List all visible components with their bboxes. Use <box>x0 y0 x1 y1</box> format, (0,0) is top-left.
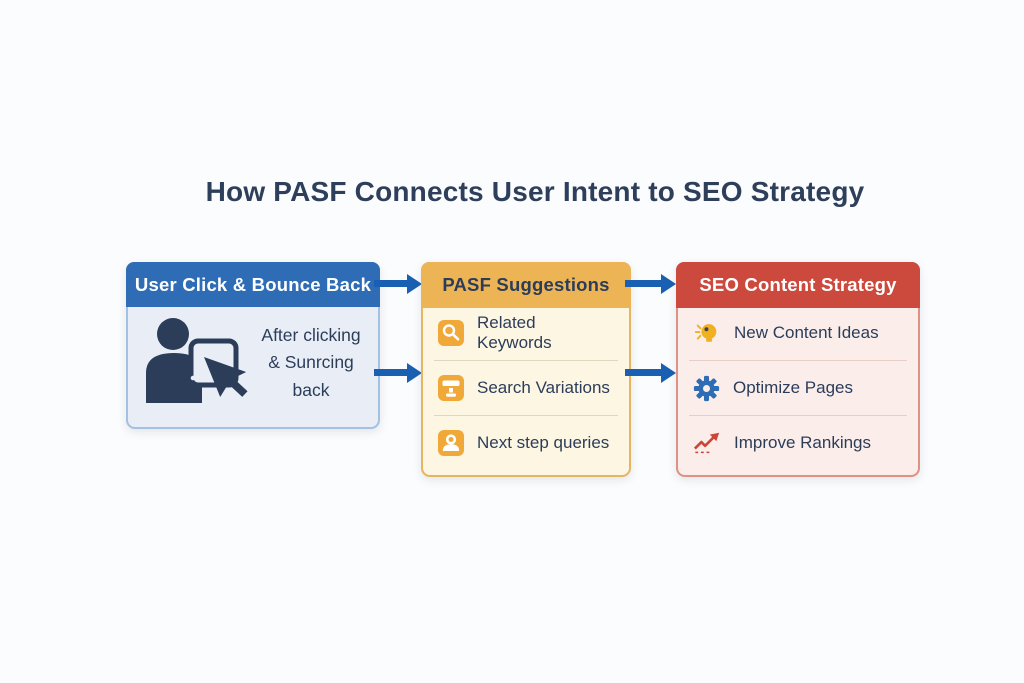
list-item-label: Search Variations <box>477 378 610 397</box>
list-item: Improve Rankings <box>689 415 907 470</box>
seo-content-strategy-header: SEO Content Strategy <box>676 262 920 308</box>
list-item: New Content Ideas <box>689 306 907 360</box>
list-item-label: Improve Rankings <box>734 433 872 452</box>
person-icon <box>438 430 464 456</box>
user-click-bounce-back-header: User Click & Bounce Back <box>126 262 380 307</box>
pasf-suggestions-box: PASF Suggestions Related Keywords Search… <box>421 262 631 477</box>
list-item: Related Keywords <box>434 306 618 360</box>
filter-icon <box>438 375 464 401</box>
flow-arrow-top-1 <box>374 280 407 287</box>
list-item: Search Variations <box>434 360 618 415</box>
page-title: How PASF Connects User Intent to SEO Str… <box>205 176 865 207</box>
search-icon <box>438 320 464 346</box>
gear-icon <box>693 375 720 401</box>
trend-up-icon <box>693 432 720 454</box>
user-cursor-icon <box>146 318 248 403</box>
pasf-suggestions-body: Related Keywords Search Variations Next … <box>423 306 629 470</box>
list-item-label: Optimize Pages <box>733 378 853 397</box>
list-item: Next step queries <box>434 415 618 470</box>
list-item-label: Related Keywords <box>477 313 552 352</box>
pasf-suggestions-header: PASF Suggestions <box>421 262 631 308</box>
flow-arrow-bottom-2 <box>625 369 661 376</box>
list-item-label: Next step queries <box>477 433 610 452</box>
seo-content-strategy-box: SEO Content Strategy New Content Ideas <box>676 262 920 477</box>
user-click-bounce-back-body: After clicking & Sunrcing back <box>128 305 378 425</box>
seo-content-strategy-body: New Content Ideas <box>678 306 918 470</box>
lightbulb-icon <box>694 324 717 342</box>
user-click-bounce-back-box: User Click & Bounce Back After clicking … <box>126 262 380 429</box>
bounce-back-description: After clicking & Sunrcing back <box>261 325 361 400</box>
flow-arrow-bottom-1 <box>374 369 407 376</box>
list-item-label: New Content Ideas <box>734 323 879 342</box>
flow-arrow-top-2 <box>625 280 661 287</box>
list-item: Optimize Pages <box>689 360 907 415</box>
